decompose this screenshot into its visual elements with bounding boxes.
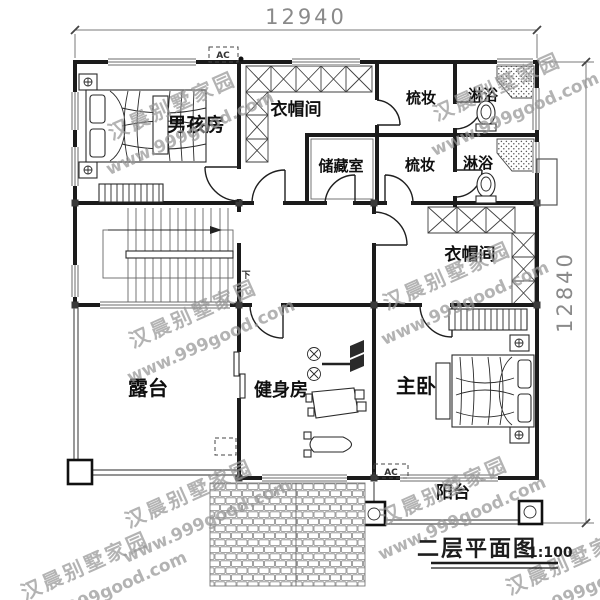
balcony-boundary bbox=[362, 482, 544, 527]
ac-unit-bottom: AC bbox=[373, 463, 409, 479]
closet-hatch-top-cloakroom bbox=[245, 65, 373, 163]
title-block: 二层平面图 1:100 bbox=[417, 537, 573, 569]
dresser bbox=[448, 308, 528, 331]
room-label-master-bedroom: 主卧 bbox=[396, 374, 436, 398]
pillow bbox=[517, 393, 532, 423]
ac-unit-top: AC bbox=[208, 46, 244, 63]
pillow bbox=[89, 94, 106, 124]
ac-top-label: AC bbox=[216, 51, 230, 61]
windows bbox=[71, 58, 540, 482]
tiled-roof-area bbox=[209, 482, 366, 587]
room-label-terrace: 露台 bbox=[128, 376, 168, 400]
room-labels: 男孩房 衣帽间 储藏室 梳妆 淋浴 梳妆 淋浴 衣帽间 露台 健身房 主卧 阳台 bbox=[128, 86, 499, 503]
terrace-column bbox=[66, 458, 94, 486]
dimension-right: 12840 bbox=[540, 57, 594, 528]
staircase: 下 bbox=[102, 208, 251, 302]
drawing-title: 二层平面图 bbox=[417, 537, 537, 562]
room-label-boy-room: 男孩房 bbox=[167, 113, 224, 136]
room-label-shower-2: 淋浴 bbox=[463, 154, 494, 172]
sliding-door-gym-terrace bbox=[233, 351, 240, 377]
balcony-column bbox=[517, 499, 544, 526]
closet-hatch-master-cloakroom bbox=[427, 206, 536, 306]
dimension-top-value: 12940 bbox=[265, 5, 347, 29]
bedside-table bbox=[152, 95, 169, 155]
ac-outdoor-box bbox=[214, 437, 237, 456]
dimension-right-value: 12840 bbox=[553, 251, 577, 333]
drawing-scale: 1:100 bbox=[528, 545, 573, 561]
pillow bbox=[89, 128, 106, 158]
bed-master-bedroom bbox=[435, 308, 535, 444]
bay-projection bbox=[536, 158, 558, 206]
stair-handrail bbox=[125, 250, 234, 259]
terrace-boundary bbox=[66, 308, 237, 486]
bedroom-bench bbox=[435, 362, 451, 420]
gym-equipment bbox=[303, 340, 367, 458]
room-label-dressing-2: 梳妆 bbox=[405, 156, 435, 174]
stair-down-label: 下 bbox=[241, 270, 250, 281]
doors bbox=[204, 99, 483, 399]
room-label-dressing-1: 梳妆 bbox=[406, 89, 436, 107]
toilet-shower-2 bbox=[475, 172, 497, 204]
room-label-balcony: 阳台 bbox=[436, 482, 470, 503]
toilet-shower-1 bbox=[475, 100, 497, 132]
dimension-top: 12940 bbox=[70, 5, 542, 58]
room-label-cloakroom-master: 衣帽间 bbox=[445, 244, 496, 265]
room-label-cloakroom-top: 衣帽间 bbox=[271, 99, 322, 120]
roller-equipment bbox=[303, 431, 353, 458]
room-label-gym: 健身房 bbox=[254, 379, 308, 401]
room-label-shower-1: 淋浴 bbox=[468, 86, 499, 104]
bed-boy-room bbox=[78, 73, 207, 203]
pillow bbox=[517, 359, 532, 389]
cable-machine bbox=[307, 340, 364, 381]
room-label-storage: 储藏室 bbox=[318, 157, 363, 175]
workout-bench bbox=[305, 387, 367, 419]
ac-bottom-label: AC bbox=[384, 468, 398, 478]
shower-pan-2 bbox=[496, 138, 535, 172]
storage-room-outline bbox=[310, 138, 374, 200]
